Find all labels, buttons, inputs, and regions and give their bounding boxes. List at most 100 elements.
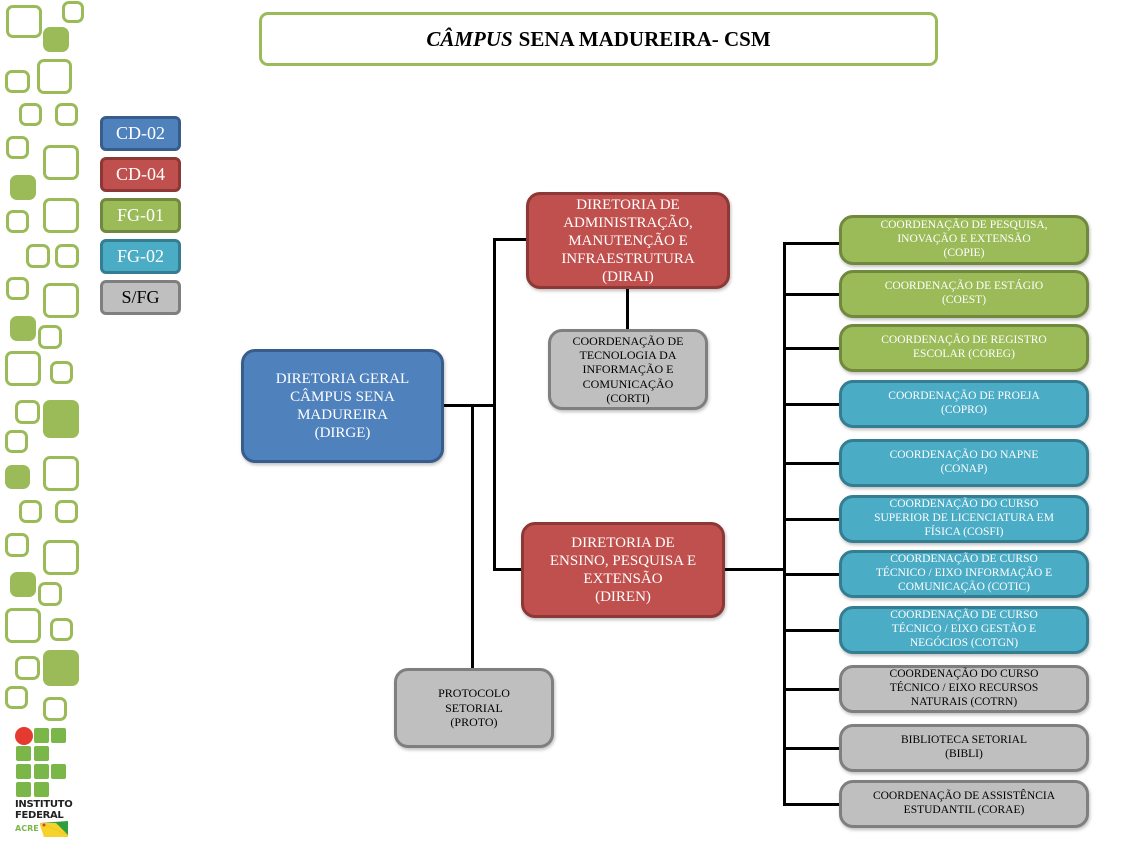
branch-line [783,747,840,750]
logo-block [51,764,66,779]
branch-line [783,242,840,245]
node-label: COORDENAÇÃO DO CURSO SUPERIOR DE LICENCI… [874,498,1054,538]
deco-square [10,572,36,597]
branch-line [783,293,840,296]
node-label: COORDENAÇÃO DO CURSO TÉCNICO / EIXO RECU… [889,668,1039,708]
deco-square [6,136,29,159]
deco-square [43,456,79,491]
deco-square [43,283,79,318]
branch-line [783,518,840,521]
logo-text-line1: INSTITUTO [15,799,73,810]
logo-block [34,746,49,761]
connector-line [626,288,629,330]
node-diren-label: DIRETORIA DE ENSINO, PESQUISA E EXTENSÃO… [549,535,697,605]
branch-line [783,688,840,691]
node-diren[interactable]: DIRETORIA DE ENSINO, PESQUISA E EXTENSÃO… [521,522,725,618]
node-corti[interactable]: COORDENAÇÃO DE TECNOLOGIA DA INFORMAÇÃO … [548,329,708,410]
deco-square [5,70,30,93]
logo-block [16,782,31,797]
connector-line [444,404,496,407]
logo-text-line3: ACRE [15,824,39,833]
deco-square [43,650,79,686]
logo-block [34,764,49,779]
deco-square [5,351,41,386]
connector-line [493,568,523,571]
node-proto[interactable]: PROTOCOLO SETORIAL (PROTO) [394,668,554,748]
deco-square [43,27,69,52]
node-label: COORDENAÇÃO DE ESTÁGIO (COEST) [884,280,1044,306]
branch-line [783,403,840,406]
branch-line [783,462,840,465]
branch-line [783,347,840,350]
node-coreg[interactable]: COORDENAÇÃO DE REGISTRO ESCOLAR (COREG) [839,324,1089,372]
title-rest: SENA MADUREIRA- CSM [518,26,771,51]
deco-square [5,686,28,709]
node-label: COORDENAÇÃO DO NAPNE (CONAP) [889,449,1039,475]
deco-square [43,400,79,438]
deco-square [5,430,28,453]
node-corti-label: COORDENAÇÃO DE TECNOLOGIA DA INFORMAÇÃO … [572,333,684,406]
legend-cd02: CD-02 [100,116,181,151]
deco-square [6,5,42,38]
deco-square [50,361,73,384]
deco-square [43,697,67,721]
node-label: COORDENAÇÃO DE CURSO TÉCNICO / EIXO GEST… [890,609,1038,649]
legend-cd04: CD-04 [100,157,181,192]
logo-block [16,746,31,761]
deco-square [38,582,62,606]
deco-square [19,500,42,523]
deco-square [37,59,72,94]
connector-line [783,242,786,805]
node-copro[interactable]: COORDENAÇÃO DE PROEJA (COPRO) [839,380,1089,428]
branch-line [783,803,840,806]
deco-square [43,145,79,180]
node-label: COORDENAÇÃO DE CURSO TÉCNICO / EIXO INFO… [875,553,1053,593]
deco-square [5,608,41,643]
logo-block [51,728,66,743]
node-coest[interactable]: COORDENAÇÃO DE ESTÁGIO (COEST) [839,270,1089,318]
deco-square [50,618,73,641]
node-cotrn[interactable]: COORDENAÇÃO DO CURSO TÉCNICO / EIXO RECU… [839,665,1089,713]
node-dirai-label: DIRETORIA DE ADMINISTRAÇÃO, MANUTENÇÃO E… [561,196,695,285]
legend-fg01: FG-01 [100,198,181,233]
node-conap[interactable]: COORDENAÇÃO DO NAPNE (CONAP) [839,439,1089,487]
node-bibli[interactable]: BIBLIOTECA SETORIAL (BIBLI) [839,724,1089,772]
node-dirge[interactable]: DIRETORIA GERAL CÂMPUS SENA MADUREIRA (D… [241,349,444,463]
connector-line [724,568,786,571]
deco-square [55,244,79,268]
deco-square [62,1,84,23]
node-cotgn[interactable]: COORDENAÇÃO DE CURSO TÉCNICO / EIXO GEST… [839,606,1089,654]
connector-line [471,404,474,669]
deco-square [55,500,78,523]
branch-line [783,573,840,576]
deco-square [43,540,79,575]
deco-square [26,244,50,268]
node-label: COORDENAÇÃO DE ASSISTÊNCIA ESTUDANTIL (C… [872,790,1056,816]
deco-square [10,316,36,341]
node-dirge-label: DIRETORIA GERAL CÂMPUS SENA MADUREIRA (D… [275,371,410,441]
legend-sfg: S/FG [100,280,181,315]
deco-square [43,198,79,233]
logo-block [16,764,31,779]
logo-text-line2: FEDERAL [15,810,64,821]
connector-line [493,238,496,571]
deco-square [19,103,42,126]
node-cosfi[interactable]: COORDENAÇÃO DO CURSO SUPERIOR DE LICENCI… [839,495,1089,543]
node-corae[interactable]: COORDENAÇÃO DE ASSISTÊNCIA ESTUDANTIL (C… [839,780,1089,828]
node-label: COORDENAÇÃO DE PESQUISA, INOVAÇÃO E EXTE… [880,219,1048,259]
node-label: COORDENAÇÃO DE PROEJA (COPRO) [888,390,1040,416]
title-italic: CÂMPUS [426,26,513,51]
deco-square [6,277,29,300]
node-label: COORDENAÇÃO DE REGISTRO ESCOLAR (COREG) [881,334,1047,360]
node-copie[interactable]: COORDENAÇÃO DE PESQUISA, INOVAÇÃO E EXTE… [839,215,1089,265]
node-proto-label: PROTOCOLO SETORIAL (PROTO) [438,686,510,730]
acre-flag-icon [40,821,68,837]
node-dirai[interactable]: DIRETORIA DE ADMINISTRAÇÃO, MANUTENÇÃO E… [526,192,730,289]
branch-line [783,629,840,632]
deco-square [55,103,78,126]
node-cotic[interactable]: COORDENAÇÃO DE CURSO TÉCNICO / EIXO INFO… [839,550,1089,598]
logo-red-circle [15,727,33,745]
deco-square [5,465,30,489]
deco-square [6,210,29,233]
instituto-federal-logo: INSTITUTO FEDERAL ACRE [10,727,80,839]
